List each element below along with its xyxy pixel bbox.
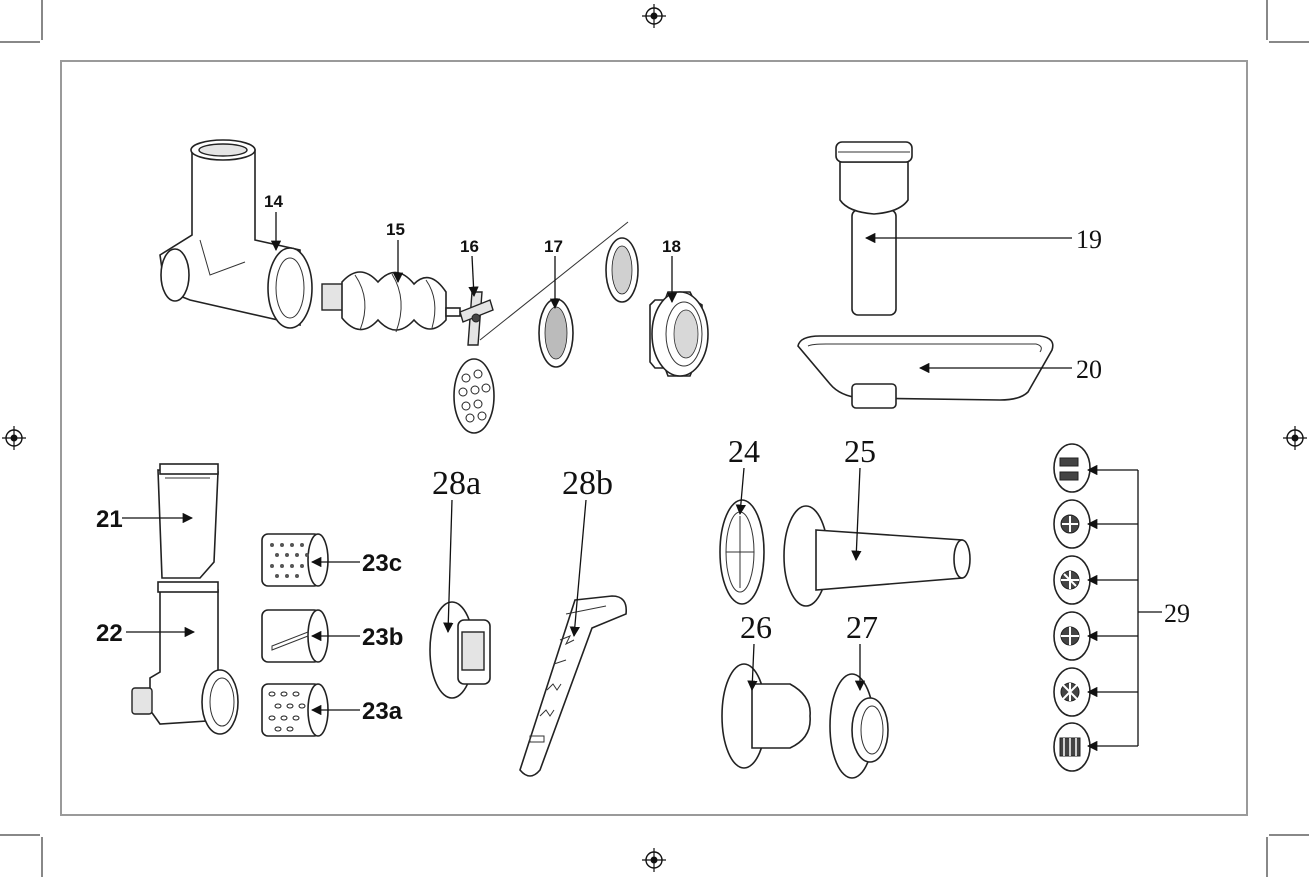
part-28a-adapter [430, 602, 490, 698]
label-17: 17 [544, 237, 563, 256]
label-16: 16 [460, 237, 479, 256]
part-17-fine-plate [606, 238, 638, 302]
part-19-food-pusher [836, 142, 912, 315]
part-24-sausage-plate [720, 500, 764, 604]
part-16-cutting-blade [460, 292, 493, 345]
part-18-retaining-ring [650, 292, 708, 376]
part-22-shredder-housing [132, 582, 238, 734]
part-25-sausage-funnel [784, 506, 970, 606]
label-19: 19 [1076, 225, 1102, 254]
label-20: 20 [1076, 355, 1102, 384]
label-15: 15 [386, 220, 405, 239]
label-21: 21 [96, 506, 123, 533]
label-23a: 23a [362, 698, 403, 725]
part-15-auger [322, 272, 460, 332]
shaping-disc-6 [1054, 723, 1090, 771]
label-28b: 28b [562, 465, 613, 502]
registration-mark-right [1283, 426, 1307, 450]
registration-mark-left [2, 426, 26, 450]
label-23c: 23c [362, 550, 402, 577]
shaping-disc-2 [1054, 500, 1090, 548]
label-14: 14 [264, 192, 283, 211]
registration-mark-top [642, 4, 666, 28]
shaping-disc-5 [1054, 668, 1090, 716]
part-29-shaping-discs [1054, 444, 1090, 771]
label-23b: 23b [362, 624, 403, 651]
part-14-grinder-housing [160, 140, 312, 328]
shaping-disc-1 [1054, 444, 1090, 492]
part-27-kibbe-ring [830, 674, 888, 778]
part-20-food-tray [798, 336, 1053, 408]
part-28b-cleaning-tool [520, 596, 626, 776]
part-21-upper-chute [158, 464, 218, 578]
label-28a: 28a [432, 465, 481, 502]
label-27: 27 [846, 609, 878, 645]
shaping-disc-4 [1054, 612, 1090, 660]
registration-mark-bottom [642, 848, 666, 872]
part-23c-drum [262, 534, 328, 586]
label-26: 26 [740, 609, 772, 645]
label-29: 29 [1164, 599, 1190, 628]
label-25: 25 [844, 433, 876, 469]
label-24: 24 [728, 433, 760, 469]
part-26-kibbe-cone [722, 664, 810, 768]
shaping-disc-3 [1054, 556, 1090, 604]
label-22: 22 [96, 620, 123, 647]
part-17-medium-plate [539, 299, 573, 367]
label-18: 18 [662, 237, 681, 256]
